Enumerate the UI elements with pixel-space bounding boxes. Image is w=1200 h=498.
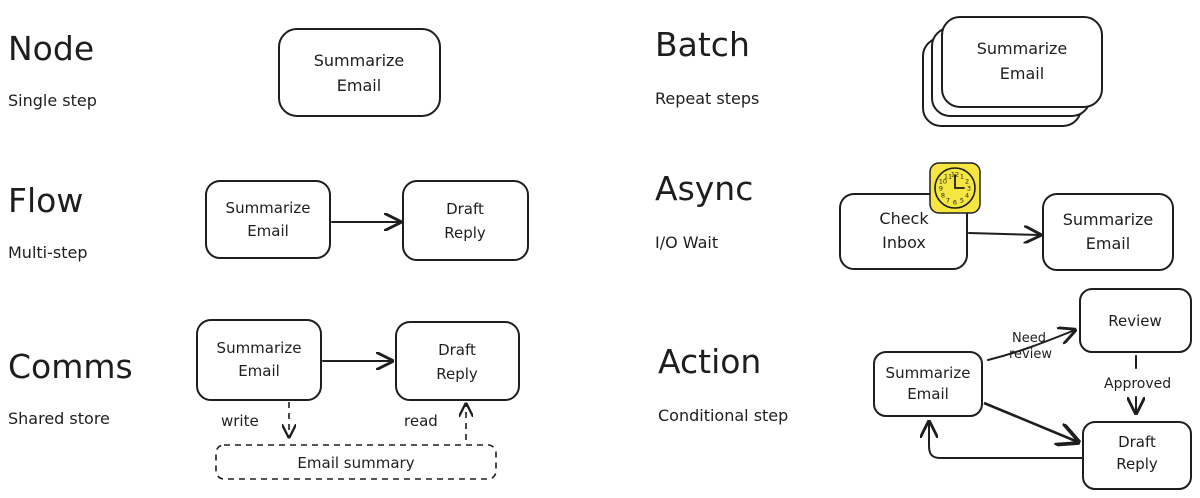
box-label-line2: Reply <box>1116 455 1158 473</box>
box-label-line1: Draft <box>446 200 484 218</box>
approved-label: Approved <box>1104 376 1171 392</box>
clock-numeral: 7 <box>946 197 950 205</box>
comms-title: Comms <box>8 347 133 386</box>
action-draft-reply-box: Draft Reply <box>1082 421 1192 490</box>
need-review-arrow <box>987 330 1075 361</box>
box-label-line1: Summarize <box>314 51 405 70</box>
box-label-line2: Email <box>238 362 280 380</box>
review-label: Review <box>1108 312 1162 330</box>
box-label-line2: Email <box>1000 64 1044 83</box>
clock-numeral: 3 <box>967 185 971 193</box>
batch-stacked-boxes: Summarize Email <box>922 16 1103 127</box>
action-review-box: Review <box>1079 288 1192 353</box>
flow-title: Flow <box>8 181 83 220</box>
batch-subtitle: Repeat steps <box>655 89 759 108</box>
action-summarize-email-box: Summarize Email <box>873 351 983 417</box>
async-summarize-email-box: Summarize Email <box>1042 193 1174 271</box>
action-title: Action <box>658 342 761 381</box>
comms-summarize-email-box: Summarize Email <box>196 319 322 401</box>
direct-draft-arrow <box>983 401 1078 442</box>
need-review-label-line2: review <box>1009 347 1052 362</box>
box-label-line1: Summarize <box>217 339 302 357</box>
email-summary-store: Email summary <box>215 444 497 480</box>
box-label-line2: Inbox <box>882 233 926 252</box>
box-label-line1: Draft <box>438 341 476 359</box>
box-label-line1: Summarize <box>1063 210 1154 229</box>
batch-title: Batch <box>655 25 750 64</box>
flow-summarize-email-box: Summarize Email <box>205 180 331 259</box>
clock-numeral: 11 <box>944 172 952 180</box>
flow-draft-reply-box: Draft Reply <box>402 180 529 261</box>
async-title: Async <box>655 169 753 208</box>
box-label-line2: Email <box>247 222 289 240</box>
node-summarize-email-box: Summarize Email <box>278 28 441 117</box>
clock-numeral: 5 <box>960 197 964 205</box>
clock-numeral: 2 <box>965 178 969 186</box>
box-label-line1: Summarize <box>977 39 1068 58</box>
async-subtitle: I/O Wait <box>655 233 718 252</box>
node-title: Node <box>8 29 94 68</box>
comms-subtitle: Shared store <box>8 409 110 428</box>
loop-back-arrow <box>929 422 1084 459</box>
clock-icon: 121234567891011 <box>929 162 981 214</box>
box-label-line2: Email <box>337 76 381 95</box>
box-label-line2: Reply <box>444 224 486 242</box>
action-subtitle: Conditional step <box>658 406 788 425</box>
box-label-line2: Reply <box>436 365 478 383</box>
write-label: write <box>221 412 259 430</box>
read-label: read <box>404 412 438 430</box>
clock-numeral: 9 <box>939 185 943 193</box>
batch-front-box <box>941 16 1103 108</box>
clock-numeral: 8 <box>941 192 945 200</box>
box-label-line1: Summarize <box>226 199 311 217</box>
need-review-label-line1: Need <box>1012 331 1046 346</box>
box-label-line2: Email <box>907 385 949 403</box>
comms-draft-reply-box: Draft Reply <box>395 321 520 401</box>
box-label-line2: Email <box>1086 234 1130 253</box>
clock-numeral: 6 <box>953 199 957 207</box>
clock-numeral: 10 <box>939 178 947 186</box>
flow-subtitle: Multi-step <box>8 243 88 262</box>
box-label-line1: Draft <box>1118 433 1156 451</box>
async-arrow <box>968 233 1040 235</box>
box-label-line1: Summarize <box>886 364 971 382</box>
node-subtitle: Single step <box>8 91 97 110</box>
clock-numeral: 1 <box>960 172 964 180</box>
email-summary-label: Email summary <box>297 454 414 472</box>
box-label-line1: Check <box>879 209 929 228</box>
clock-numeral: 4 <box>965 192 969 200</box>
